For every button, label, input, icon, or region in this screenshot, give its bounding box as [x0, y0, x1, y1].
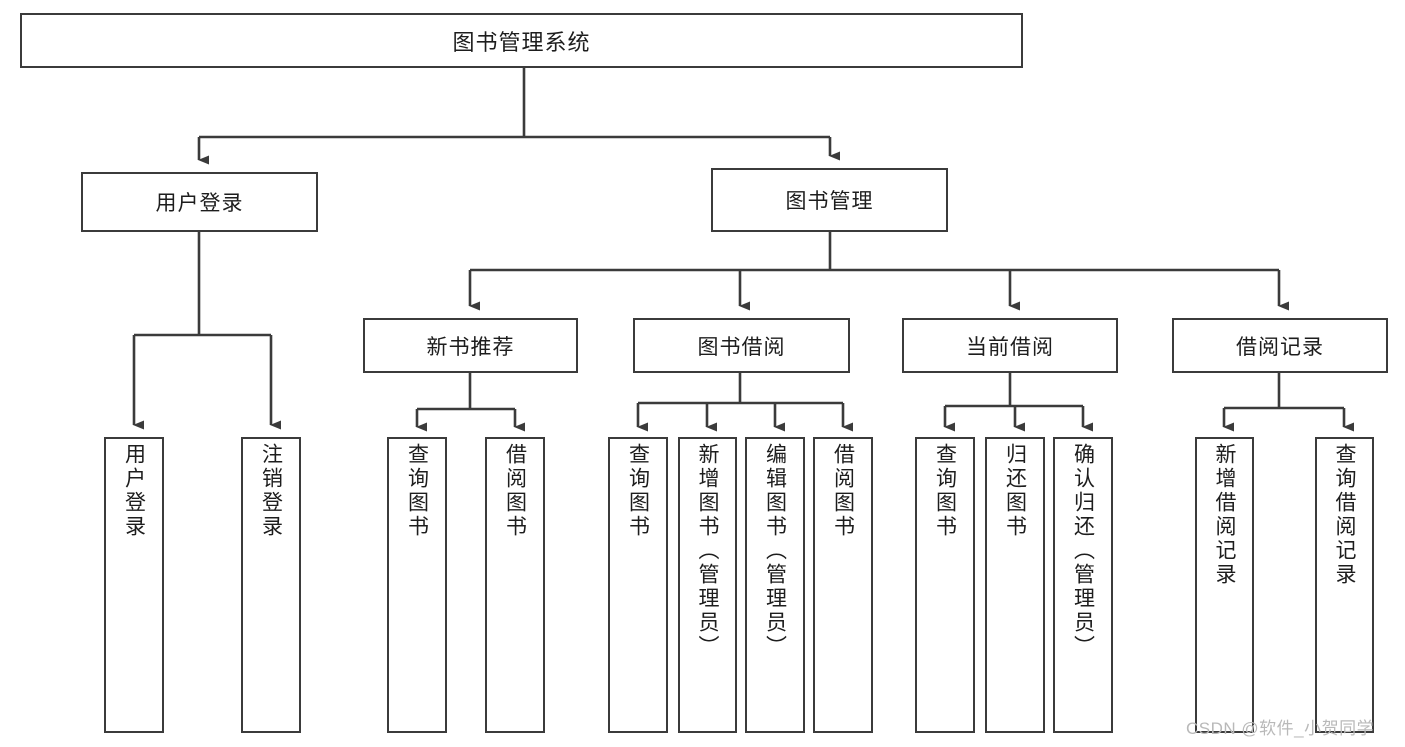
leaf-record-query-record[interactable]: 查询借阅记录 [1315, 437, 1374, 733]
node-label: 查询图书 [933, 443, 957, 539]
node-label: 图书管理系统 [452, 29, 591, 55]
leaf-current-query-book[interactable]: 查询图书 [915, 437, 975, 733]
watermark: CSDN @软件_小贺同学 [1186, 719, 1375, 738]
node-label: 查询图书 [626, 443, 650, 539]
node-user-login[interactable]: 用户登录 [81, 172, 318, 232]
node-root-system[interactable]: 图书管理系统 [20, 13, 1023, 68]
node-label: 归还图书 [1003, 443, 1027, 539]
leaf-new-book-borrow[interactable]: 借阅图书 [485, 437, 545, 733]
node-book-borrow[interactable]: 图书借阅 [633, 318, 850, 373]
node-label: 图书管理 [785, 190, 874, 213]
node-label: 新书推荐 [426, 335, 515, 359]
leaf-borrow-edit-book-admin[interactable]: 编辑图书（管理员） [745, 437, 805, 733]
node-borrow-record[interactable]: 借阅记录 [1172, 318, 1388, 373]
node-label: 查询借阅记录 [1333, 443, 1356, 587]
node-label: 注销登录 [259, 443, 283, 539]
node-book-management[interactable]: 图书管理 [711, 168, 948, 232]
node-label: 借阅图书 [831, 443, 855, 539]
node-label: 查询图书 [405, 443, 429, 539]
leaf-borrow-borrow-book[interactable]: 借阅图书 [813, 437, 873, 733]
leaf-user-login-signin[interactable]: 用户登录 [104, 437, 164, 733]
node-label: 借阅图书 [503, 443, 527, 539]
node-label: 编辑图书（管理员） [763, 443, 787, 659]
leaf-current-return-book[interactable]: 归还图书 [985, 437, 1045, 733]
node-label: 用户登录 [155, 192, 244, 215]
leaf-new-book-query[interactable]: 查询图书 [387, 437, 447, 733]
leaf-user-login-signout[interactable]: 注销登录 [241, 437, 301, 733]
leaf-current-confirm-return-admin[interactable]: 确认归还（管理员） [1053, 437, 1113, 733]
node-label: 新增借阅记录 [1213, 443, 1236, 587]
node-current-borrow[interactable]: 当前借阅 [902, 318, 1118, 373]
node-label: 当前借阅 [966, 335, 1054, 359]
node-new-book-recommend[interactable]: 新书推荐 [363, 318, 578, 373]
node-label: 用户登录 [122, 443, 146, 539]
node-label: 图书借阅 [697, 335, 786, 359]
node-label: 借阅记录 [1236, 335, 1324, 359]
leaf-borrow-add-book-admin[interactable]: 新增图书（管理员） [678, 437, 737, 733]
leaf-record-add-record[interactable]: 新增借阅记录 [1195, 437, 1254, 733]
leaf-borrow-query-book[interactable]: 查询图书 [608, 437, 668, 733]
node-label: 新增图书（管理员） [696, 443, 719, 659]
node-label: 确认归还（管理员） [1071, 443, 1095, 659]
